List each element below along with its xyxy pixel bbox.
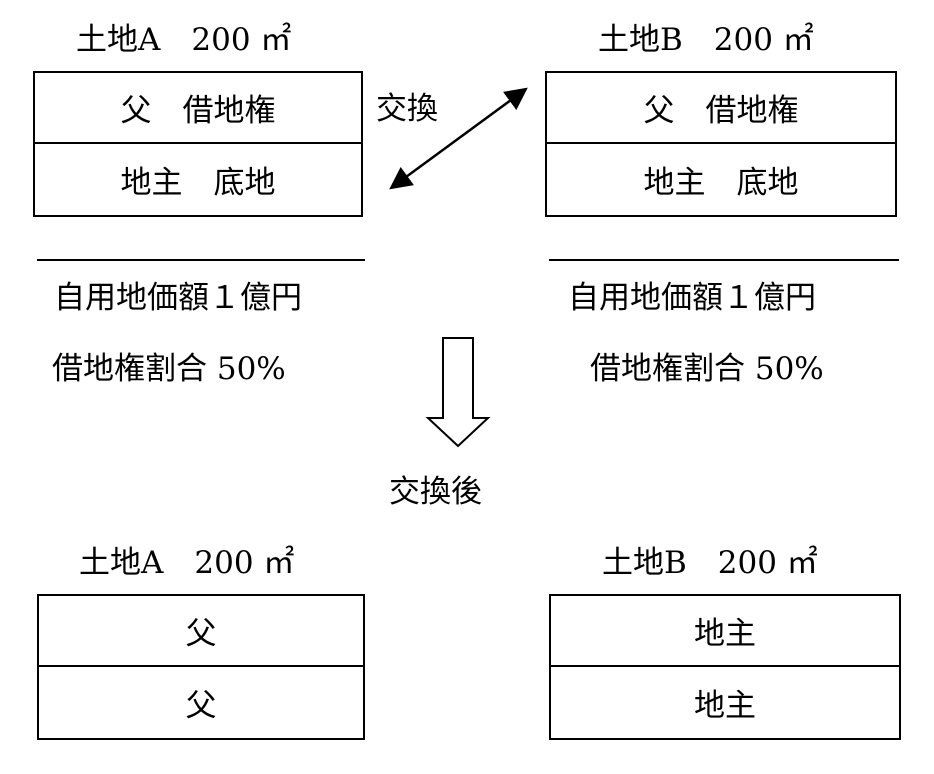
land-b-box-after: 地主 地主 <box>549 594 901 740</box>
land-a-after-top-cell: 父 <box>39 596 363 667</box>
left-land-value: 自用地価額１億円 <box>54 280 302 316</box>
right-land-value: 自用地価額１億円 <box>568 280 816 316</box>
land-a-title-before: 土地A 200 ㎡ <box>76 22 292 58</box>
land-b-box-before: 父 借地権 地主 底地 <box>545 71 897 217</box>
land-b-landowner-cell: 地主 底地 <box>643 165 799 201</box>
land-a-leasehold-cell: 父 借地権 <box>35 73 361 144</box>
right-divider <box>549 259 899 261</box>
land-b-after-top-cell: 地主 <box>551 596 899 667</box>
left-divider <box>37 259 365 261</box>
left-leasehold-ratio: 借地権割合 50% <box>52 351 286 387</box>
land-a-after-bottom-cell: 父 <box>185 688 217 724</box>
land-b-title-before: 土地B 200 ㎡ <box>598 22 814 58</box>
land-b-title-after: 土地B 200 ㎡ <box>602 545 818 581</box>
after-exchange-label: 交換後 <box>389 474 482 510</box>
land-b-leasehold-cell: 父 借地権 <box>547 73 895 144</box>
exchange-double-arrow <box>389 87 528 190</box>
land-a-box-after: 父 父 <box>37 594 365 740</box>
land-a-landowner-cell: 地主 底地 <box>120 165 276 201</box>
land-a-box-before: 父 借地権 地主 底地 <box>33 71 363 217</box>
down-arrow-icon <box>425 337 491 448</box>
land-b-after-bottom-cell: 地主 <box>694 688 756 724</box>
right-leasehold-ratio: 借地権割合 50% <box>590 351 824 387</box>
land-a-title-after: 土地A 200 ㎡ <box>79 545 295 581</box>
